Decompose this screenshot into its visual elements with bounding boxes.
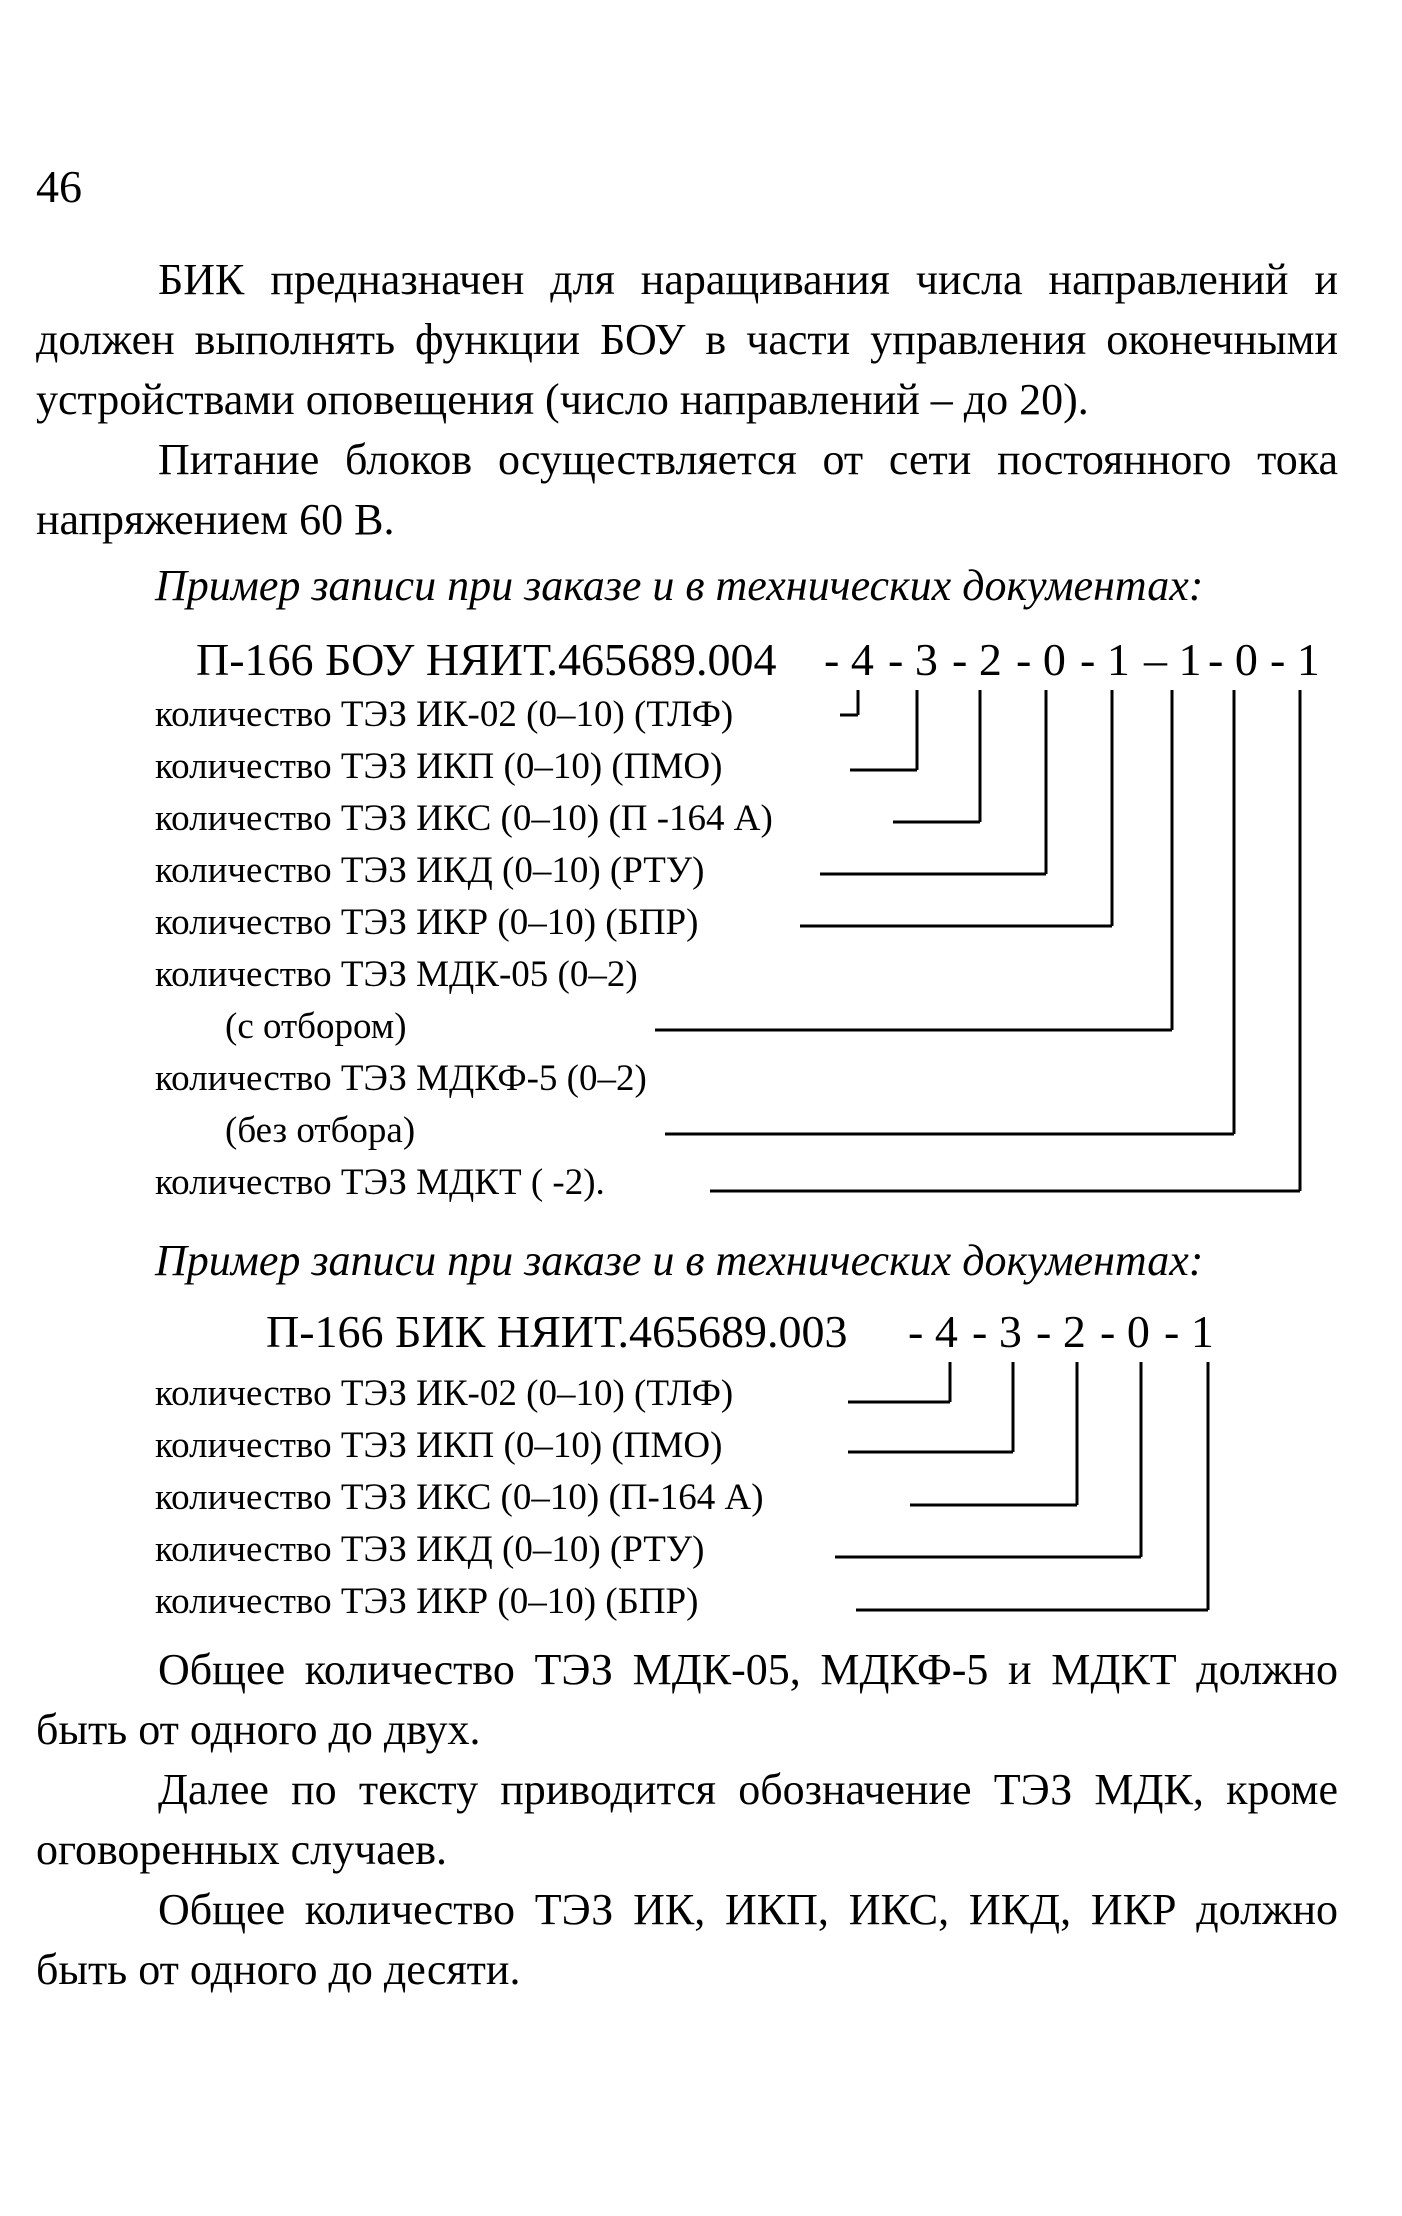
example1-digit: - 4	[824, 634, 874, 685]
example1-digit: - 1	[1270, 634, 1320, 685]
example1-digit: - 1	[1080, 634, 1130, 685]
example1-label-mdkf-sub: (без отбора)	[225, 1110, 416, 1151]
example2-label-iks: количество ТЭЗ ИКС (0–10) (П-164 А)	[155, 1477, 764, 1518]
paragraph-bik-purpose: БИК предназначен для наращивания числа н…	[36, 255, 1338, 424]
example2-digit: - 2	[1036, 1306, 1086, 1357]
example2-label-ikd: количество ТЭЗ ИКД (0–10) (РТУ)	[155, 1529, 705, 1570]
example2-digit: - 3	[972, 1306, 1022, 1357]
example1-label-mdk: количество ТЭЗ МДК-05 (0–2)	[155, 954, 638, 995]
page-number: 46	[36, 161, 82, 212]
paragraph-ik-total: Общее количество ТЭЗ ИК, ИКП, ИКС, ИКД, …	[36, 1885, 1338, 1994]
example2-label-ikr: количество ТЭЗ ИКР (0–10) (БПР)	[155, 1581, 699, 1622]
example1-code-prefix: П-166 БОУ НЯИТ.465689.004	[196, 634, 777, 685]
example1-digit: - 2	[952, 634, 1002, 685]
example2-label-ikp: количество ТЭЗ ИКП (0–10) (ПМО)	[155, 1425, 723, 1466]
example1-label-mdkt: количество ТЭЗ МДКТ ( -2).	[155, 1162, 605, 1203]
example1-label-iks: количество ТЭЗ ИКС (0–10) (П -164 А)	[155, 798, 773, 839]
example2-digit: - 1	[1164, 1306, 1214, 1357]
paragraph-mdk-total: Общее количество ТЭЗ МДК-05, МДКФ-5 и МД…	[36, 1645, 1338, 1754]
example1-digit: - 0	[1208, 634, 1258, 685]
example1-digit: – 1	[1144, 634, 1202, 685]
example1-digit: - 0	[1016, 634, 1066, 685]
example2-digit: - 0	[1100, 1306, 1150, 1357]
example1-label-ikd: количество ТЭЗ ИКД (0–10) (РТУ)	[155, 850, 705, 891]
example2-code-prefix: П-166 БИК НЯИТ.465689.003	[266, 1306, 848, 1357]
example2-label-ik: количество ТЭЗ ИК-02 (0–10) (ТЛФ)	[155, 1373, 734, 1414]
example1-digit: - 3	[888, 634, 938, 685]
example1-heading: Пример записи при заказе и в технических…	[155, 561, 1204, 610]
example1-label-ikr: количество ТЭЗ ИКР (0–10) (БПР)	[155, 902, 699, 943]
paragraph-mdk-designation: Далее по тексту приводится обозначение Т…	[36, 1765, 1338, 1874]
paragraph-power-supply: Питание блоков осуществляется от сети по…	[36, 435, 1338, 544]
example2-heading: Пример записи при заказе и в технических…	[155, 1236, 1204, 1285]
example2-digit: - 4	[908, 1306, 958, 1357]
example1-label-ikp: количество ТЭЗ ИКП (0–10) (ПМО)	[155, 746, 723, 787]
example1-label-ik: количество ТЭЗ ИК-02 (0–10) (ТЛФ)	[155, 694, 734, 735]
example1-label-mdkf: количество ТЭЗ МДКФ-5 (0–2)	[155, 1058, 647, 1099]
example1-label-mdk-sub: (с отбором)	[225, 1006, 407, 1047]
